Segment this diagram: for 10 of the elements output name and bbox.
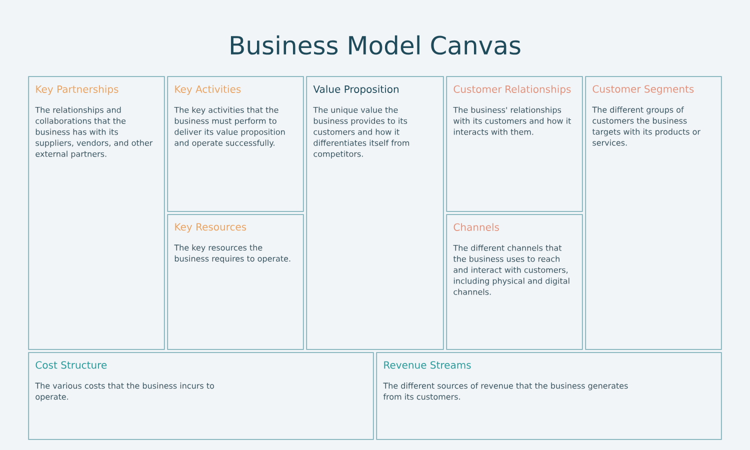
canvas-cell: Value Proposition The unique value the business provides to its customers and how it differentiates itself from competitors. — [306, 76, 444, 350]
canvas-cell: Key Activities The key activities that the business must perform to deliver its value proposition and operate successfully. — [167, 76, 304, 212]
canvas-cell: Key Partnerships The relationships and collaborations that the business has with its suppliers, vendors, and other external partners. — [28, 76, 165, 350]
title: Business Model Canvas — [230, 35, 520, 55]
canvas-cell: Customer Segments The different groups of customers the business targets with its products or services. — [585, 76, 722, 350]
canvas-cell: Channels The different channels that the business uses to reach and interact with customers, including physical and digital channels. — [446, 214, 583, 350]
canvas-cell: Cost Structure The various costs that the business incurs to operate. — [28, 352, 374, 440]
canvas-cell: Revenue Streams The different sources of revenue that the business generates from its customers. — [376, 352, 722, 440]
canvas-cell: Customer Relationships The business' relationships with its customers and how it interacts with them. — [446, 76, 583, 212]
canvas-cell: Key Resources The key resources the business requires to operate. — [167, 214, 304, 350]
